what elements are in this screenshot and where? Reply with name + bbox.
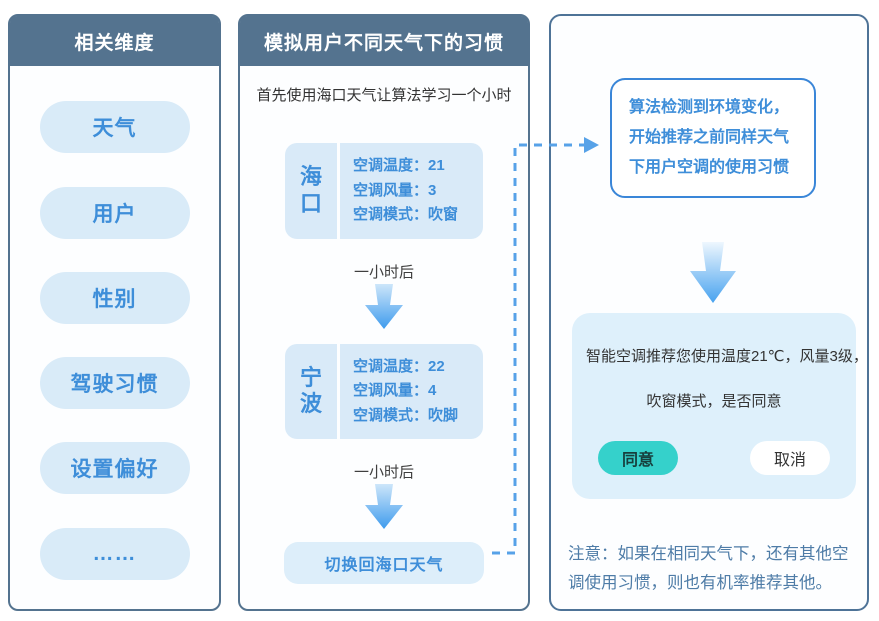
down-arrow-icon — [365, 484, 403, 529]
cancel-button[interactable]: 取消 — [750, 441, 830, 475]
note-text: 注意：如果在相同天气下，还有其他空调使用习惯，则也有机率推荐其他。 — [568, 545, 849, 592]
callout-line: 开始推荐之前同样天气 — [629, 129, 790, 146]
callout-line: 下用户空调的使用习惯 — [629, 159, 790, 176]
dimension-pill-user: 用户 — [39, 186, 190, 239]
dimension-pill-setting-preference: 设置偏好 — [39, 442, 190, 495]
recommendation-text-line2: 吹窗模式，是否同意 — [646, 393, 782, 410]
city-label-haikou: 海口 — [285, 143, 337, 239]
setting-row-fan: 空调风量：3 — [353, 181, 437, 199]
related-dimensions-panel: 相关维度 天气 用户 性别 驾驶习惯 设置偏好 …… — [8, 14, 221, 611]
simulation-flow-title: 模拟用户不同天气下的习惯 — [240, 16, 528, 66]
recommendation-panel: 算法检测到环境变化， 开始推荐之前同样天气 下用户空调的使用习惯 智能空调推荐您… — [549, 14, 869, 611]
smart-ac-recommendation-card: 智能空调推荐您使用温度21℃，风量3级， 吹窗模式，是否同意 同意 取消 — [572, 313, 868, 499]
recommendation-buttons: 同意 取消 — [586, 441, 842, 475]
dimension-pill-driving-habit: 驾驶习惯 — [39, 357, 190, 410]
down-arrow-icon — [365, 283, 403, 329]
haikou-settings-rows: 空调温度：21 空调风量：3 空调模式：吹窗 — [340, 143, 483, 239]
dimension-pill-ellipsis: …… — [39, 527, 190, 580]
related-dimensions-title: 相关维度 — [10, 16, 219, 66]
dimension-list: 天气 用户 性别 驾驶习惯 设置偏好 …… — [10, 66, 219, 615]
switch-back-haikou-step: 切换回海口天气 — [284, 542, 484, 584]
agree-button[interactable]: 同意 — [598, 441, 678, 475]
one-hour-later-label: 一小时后 — [353, 263, 414, 281]
setting-row-fan: 空调风量：4 — [353, 382, 437, 399]
ningbo-settings-rows: 空调温度：22 空调风量：4 空调模式：吹脚 — [340, 343, 483, 439]
setting-row-temperature: 空调温度：22 — [353, 357, 445, 375]
city-label-ningbo: 宁波 — [285, 343, 337, 439]
callout-line: 算法检测到环境变化， — [629, 99, 790, 116]
dimension-pill-gender: 性别 — [39, 271, 190, 324]
algorithm-detect-callout: 算法检测到环境变化， 开始推荐之前同样天气 下用户空调的使用习惯 — [610, 78, 816, 198]
down-arrow-icon — [690, 242, 736, 303]
ningbo-settings-card: 宁波 空调温度：22 空调风量：4 空调模式：吹脚 — [285, 343, 483, 439]
one-hour-later-label: 一小时后 — [353, 464, 414, 481]
dimension-pill-weather: 天气 — [39, 101, 190, 154]
setting-row-mode: 空调模式：吹窗 — [353, 206, 459, 223]
haikou-settings-card: 海口 空调温度：21 空调风量：3 空调模式：吹窗 — [285, 143, 483, 239]
setting-row-mode: 空调模式：吹脚 — [353, 406, 459, 424]
setting-row-temperature: 空调温度：21 — [353, 157, 445, 174]
simulation-flow-panel: 模拟用户不同天气下的习惯 首先使用海口天气让算法学习一个小时 海口 空调温度：2… — [238, 14, 530, 611]
recommendation-text-line1: 智能空调推荐您使用温度21℃，风量3级， — [586, 348, 868, 365]
simulation-intro-text: 首先使用海口天气让算法学习一个小时 — [256, 87, 512, 104]
